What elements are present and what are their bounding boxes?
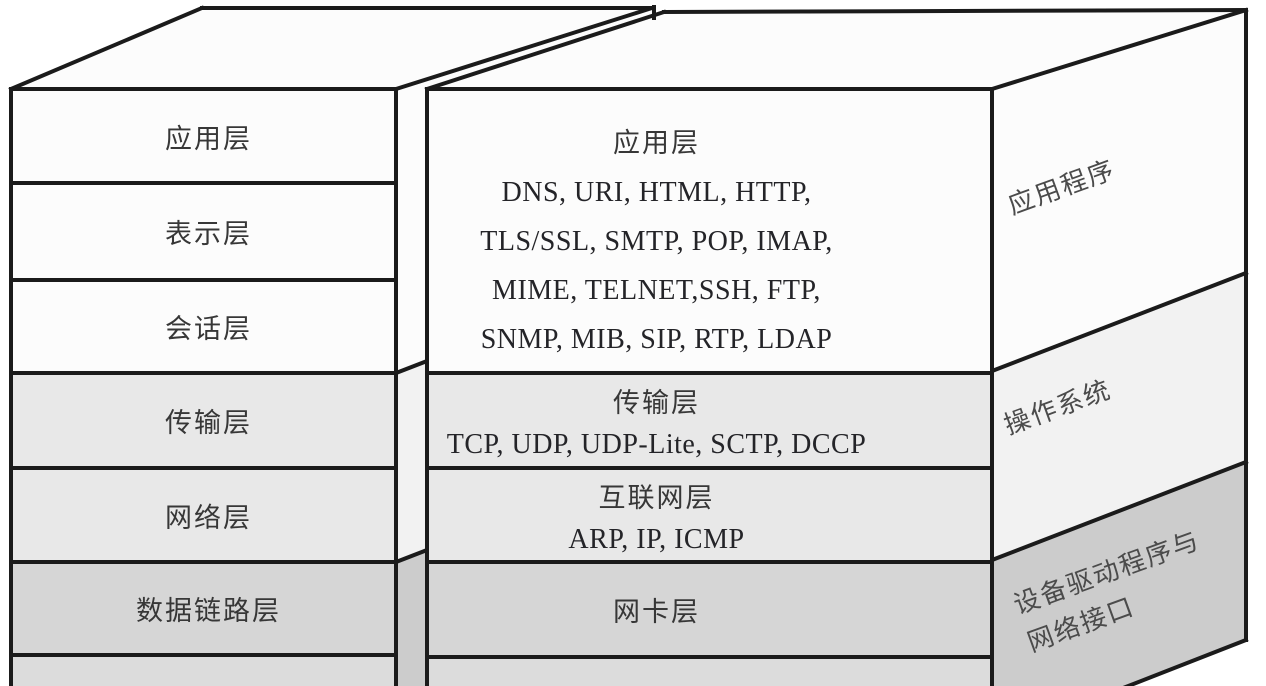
layer-label: 网络层 (165, 502, 252, 533)
layer-label: 应用层 (165, 123, 252, 154)
protocol-line: MIME, TELNET,SSH, FTP, (492, 275, 821, 306)
osi-layer-row-transport: 传输层 (13, 375, 394, 470)
protocol-line: SNMP, MIB, SIP, RTP, LDAP (480, 324, 833, 355)
tcpip-transport-row: 传输层 TCP, UDP, UDP-Lite, SCTP, DCCP (429, 375, 990, 470)
layer-label: 会话层 (165, 314, 252, 344)
osi-layer-row-application: 应用层 (13, 91, 394, 185)
osi-layer-row-datalink: 数据链路层 (13, 564, 394, 657)
osi-protocol-stack: 应用层 表示层 会话层 传输层 网络层 数据链路层 (9, 87, 398, 686)
application-layer-title: 应用层 (613, 128, 700, 158)
tcpip-protocol-stack: 应用层 DNS, URI, HTML, HTTP, TLS/SSL, SMTP,… (425, 87, 994, 686)
protocol-line: ARP, IP, ICMP (568, 523, 745, 555)
tcpip-nic-row: 网卡层 (429, 564, 990, 659)
osi-layer-row-session: 会话层 (13, 282, 394, 375)
layer-label: 表示层 (165, 219, 252, 249)
protocol-line: DNS, URI, HTML, HTTP, (501, 177, 812, 208)
layer-label: 数据链路层 (136, 596, 281, 626)
side-panel-band-application (992, 10, 1246, 371)
tcpip-application-row: 应用层 DNS, URI, HTML, HTTP, TLS/SSL, SMTP,… (429, 91, 990, 375)
protocol-line: TLS/SSL, SMTP, POP, IMAP, (480, 226, 833, 257)
tcpip-internet-row: 互联网层 ARP, IP, ICMP (429, 470, 990, 564)
transport-layer-title: 传输层 (613, 388, 700, 418)
nic-layer-title: 网卡层 (613, 597, 700, 627)
osi-layer-row-network: 网络层 (13, 470, 394, 564)
osi-top-face (11, 8, 652, 89)
layer-label: 传输层 (165, 408, 252, 438)
transport-layer-block: 传输层 TCP, UDP, UDP-Lite, SCTP, DCCP (429, 375, 990, 466)
osi-layer-row-physical-cut (13, 657, 394, 686)
side-panel-band-os (992, 273, 1246, 560)
internet-layer-title: 互联网层 (598, 482, 715, 513)
osi-layer-row-presentation: 表示层 (13, 185, 394, 282)
internet-layer-block: 互联网层 ARP, IP, ICMP (429, 470, 990, 560)
nic-layer-block: 网卡层 (429, 590, 990, 629)
tcpip-top-face (427, 10, 1246, 89)
application-layer-block: 应用层 DNS, URI, HTML, HTTP, TLS/SSL, SMTP,… (429, 98, 990, 364)
figure-edges (8, 5, 1249, 686)
side-panel-band-driver (992, 462, 1246, 686)
tcpip-hardware-row-cut (429, 659, 990, 686)
protocol-line: TCP, UDP, UDP-Lite, SCTP, DCCP (446, 429, 867, 460)
